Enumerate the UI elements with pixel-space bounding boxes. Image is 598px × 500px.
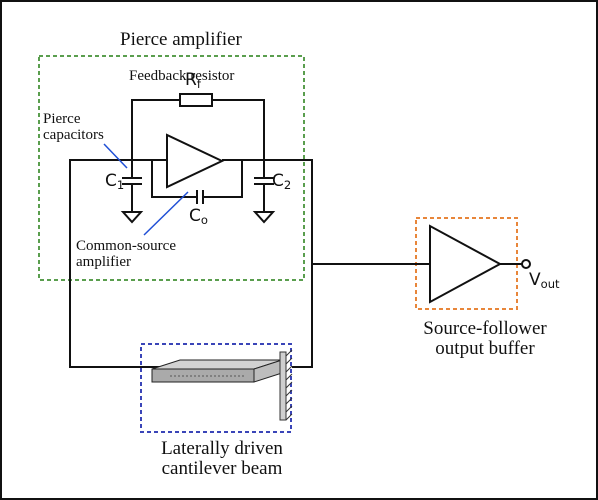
loop-wires bbox=[69, 159, 522, 368]
annotation-pointers bbox=[103, 143, 189, 236]
rf-label: Rf bbox=[185, 70, 201, 91]
buffer-amplifier bbox=[429, 224, 531, 304]
capacitor-c2 bbox=[252, 160, 276, 224]
cantilever-label: Laterally driven cantilever beam bbox=[161, 438, 283, 479]
common-source-amplifier bbox=[132, 133, 264, 204]
vout-terminal bbox=[521, 259, 531, 269]
buffer-label: Source-follower output buffer bbox=[423, 318, 547, 359]
common-source-label: Common-source amplifier bbox=[76, 238, 176, 270]
capacitor-c1 bbox=[120, 160, 144, 224]
feedback-resistor bbox=[131, 93, 265, 160]
feedback-resistor-label: Feedback resistor bbox=[129, 68, 235, 84]
pierce-amplifier-label: Pierce amplifier bbox=[120, 29, 242, 50]
co-label: Co bbox=[189, 206, 208, 227]
pierce-capacitors-label: Pierce capacitors bbox=[43, 111, 104, 143]
vout-label: Vout bbox=[529, 270, 560, 291]
cantilever-beam bbox=[151, 349, 293, 421]
c2-label: C2 bbox=[272, 171, 292, 192]
beam-box bbox=[140, 343, 292, 433]
c1-label: C1 bbox=[105, 171, 125, 192]
